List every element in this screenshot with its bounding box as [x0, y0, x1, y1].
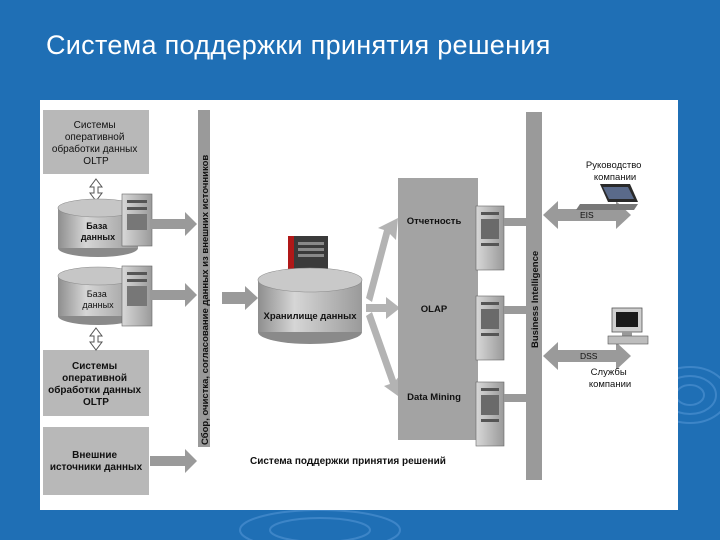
- oltp-bottom-line2: оперативной: [62, 373, 127, 384]
- updown-arrow-bottom-icon: [89, 327, 103, 351]
- dss-double-arrow: [543, 342, 631, 370]
- fan-arrows: [366, 218, 401, 396]
- svg-text:База данных: База данных: [82, 289, 114, 310]
- mining-server-icon: [475, 381, 505, 447]
- olap-label: OLAP: [421, 304, 448, 315]
- services-line2: компании: [589, 379, 631, 390]
- oltp-bottom-line1: Системы: [72, 361, 117, 372]
- svg-text:Внешние источники данных: Внешние источники данных: [50, 450, 143, 473]
- reporting-server-icon: [475, 205, 505, 271]
- warehouse-cylinder: [257, 267, 363, 344]
- db2-line2: данных: [82, 300, 114, 310]
- bi-bar: [526, 112, 542, 480]
- db2-line1: База: [87, 289, 107, 299]
- svg-text:Службы компании: Службы компании: [589, 367, 631, 390]
- olap-server-icon: [475, 295, 505, 361]
- oltp-top-line2: оперативной: [65, 132, 125, 143]
- oltp-box-bottom: [43, 350, 149, 416]
- external-sources-box: [43, 427, 149, 495]
- svg-text:База данных: База данных: [81, 221, 115, 242]
- oltp-top-line3: обработки данных: [52, 143, 137, 155]
- bi-tools-block: [398, 178, 478, 440]
- dss-diagram: Системы оперативной обработки данных OLT…: [43, 110, 649, 495]
- warehouse-label: Хранилище данных: [263, 311, 357, 322]
- oltp-bottom-line3: обработки данных: [48, 384, 141, 396]
- bi-connectors: [504, 218, 526, 402]
- dss-label: DSS: [580, 351, 598, 361]
- oltp-top-line1: Системы: [74, 120, 116, 131]
- etl-label: Сбор, очистка, согласование данных из вн…: [200, 155, 211, 445]
- mining-label: Data Mining: [407, 392, 461, 403]
- left-arrows: [150, 212, 197, 473]
- oltp-box-top: [43, 110, 149, 174]
- svg-text:Системы оперативной об: Системы оперативной обработки данных OLT…: [48, 361, 144, 408]
- db-server-2-icon: [121, 265, 153, 327]
- etl-to-warehouse-arrow: [222, 286, 258, 310]
- desktop-computer-icon: [607, 307, 649, 345]
- db-server-1-icon: [121, 193, 153, 247]
- services-line1: Службы: [591, 367, 627, 378]
- eis-label: EIS: [580, 210, 594, 220]
- oltp-bottom-line4: OLTP: [83, 397, 109, 408]
- external-line1: Внешние: [72, 450, 117, 461]
- oltp-top-line4: OLTP: [83, 156, 109, 167]
- diagram-panel: Системы оперативной обработки данных OLT…: [40, 100, 678, 510]
- updown-arrow-top-icon: [89, 178, 103, 202]
- external-line2: источники данных: [50, 462, 143, 473]
- management-line2: компании: [594, 172, 636, 183]
- svg-text:Руководство компании: Руководство компании: [586, 160, 644, 183]
- slide-title: Система поддержки принятия решения: [46, 30, 551, 60]
- reporting-label: Отчетность: [407, 216, 462, 227]
- svg-text:Системы оперативной об: Системы оперативной обработки данных OLT…: [52, 120, 140, 167]
- bi-label: Business Intelligence: [530, 251, 541, 348]
- db1-line1: База: [86, 221, 108, 231]
- eis-double-arrow: [543, 201, 631, 229]
- etl-bar: [198, 110, 210, 447]
- footer-label: Система поддержки принятия решений: [250, 456, 446, 467]
- management-line1: Руководство: [586, 160, 642, 171]
- db1-line2: данных: [81, 232, 115, 242]
- laptop-icon: [576, 184, 638, 210]
